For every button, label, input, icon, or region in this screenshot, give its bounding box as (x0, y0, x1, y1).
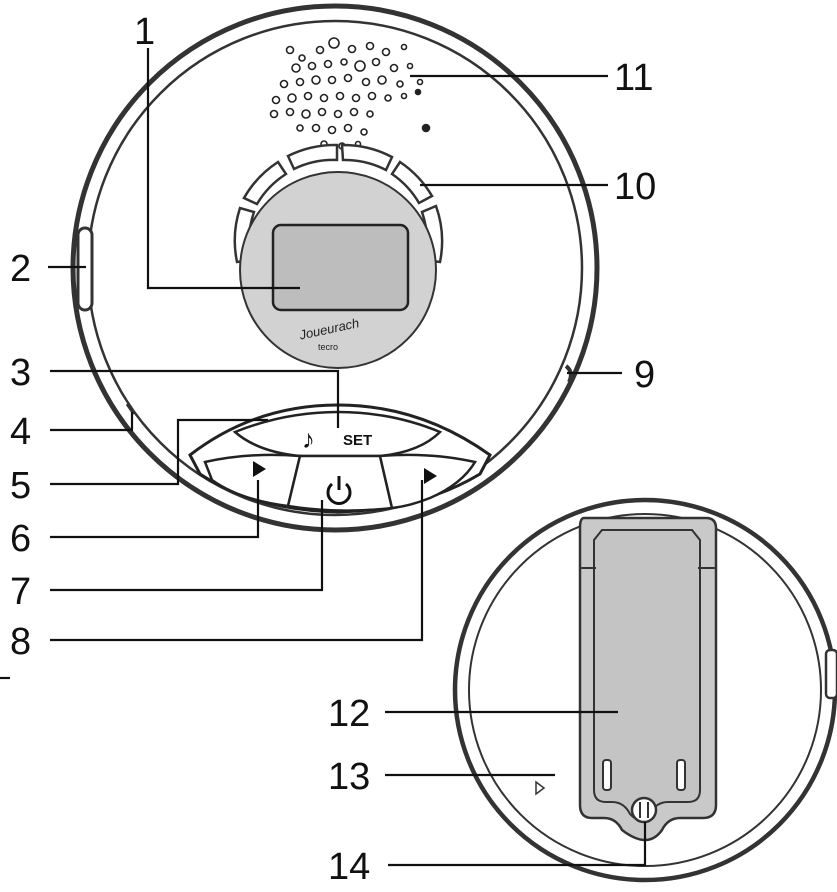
callout-12: 12 (328, 693, 370, 735)
callout-4: 4 (10, 411, 31, 453)
callout-7: 7 (10, 571, 31, 613)
callout-labels: 1 2 3 4 5 6 7 8 9 10 11 12 13 14 (10, 11, 656, 888)
arrow-marker-icon (535, 780, 546, 796)
callout-6: 6 (10, 518, 31, 560)
side-key-left[interactable] (76, 226, 94, 312)
callout-2: 2 (10, 248, 31, 290)
callout-13: 13 (328, 756, 370, 798)
rear-view (452, 497, 837, 883)
play-left-icon (253, 461, 266, 477)
battery-screw (630, 796, 658, 824)
lcd-screen (271, 223, 410, 312)
rear-side-key (824, 648, 837, 700)
speaker-grille (269, 37, 431, 150)
left-button[interactable] (203, 453, 302, 508)
callout-1: 1 (134, 11, 155, 53)
callout-10: 10 (614, 166, 656, 208)
set-label: SET (343, 432, 372, 449)
set-button[interactable] (232, 410, 443, 458)
callout-5: 5 (10, 465, 31, 507)
callout-3: 3 (10, 352, 31, 394)
callout-9: 9 (634, 354, 655, 396)
button-cluster: ♪ SET (188, 403, 492, 514)
leader-lines (0, 48, 647, 867)
callout-8: 8 (10, 621, 31, 663)
callout-14: 14 (328, 846, 370, 887)
callout-11: 11 (614, 57, 653, 99)
display-brand-sub: tecro (318, 342, 338, 352)
power-icon (326, 476, 352, 505)
front-view: Joueurach tecro ♪ SET (70, 3, 600, 533)
music-note-icon: ♪ (302, 424, 315, 454)
indicator-light-ring (233, 143, 444, 264)
play-right-icon (424, 468, 437, 484)
